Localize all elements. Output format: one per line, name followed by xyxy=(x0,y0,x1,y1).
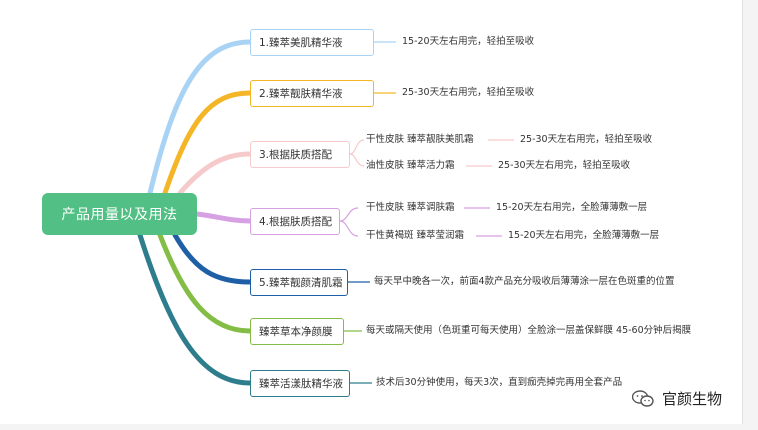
branch-node-1[interactable]: 1.臻萃美肌精华液 xyxy=(250,29,374,56)
branch-line-7 xyxy=(137,232,253,386)
sub-type-4-1: 干性皮肤 臻萃调肤霜 xyxy=(366,202,455,213)
branch-line-4 xyxy=(194,211,253,224)
sub-type-3-2: 油性皮肤 臻萃活力霜 xyxy=(366,160,455,171)
branch-line-1 xyxy=(147,39,253,196)
sub-type-4-2: 干性黄褐斑 臻萃莹润霜 xyxy=(366,230,465,241)
branch-note-5: 每天早中晚各一次，前面4款产品充分吸收后薄薄涂一层在色斑重的位置 xyxy=(374,276,675,287)
wechat-icon xyxy=(631,389,654,408)
branch-node-6[interactable]: 臻萃草本净颜膜 xyxy=(250,318,344,345)
watermark: 官颜生物 xyxy=(631,388,723,409)
watermark-text: 官颜生物 xyxy=(662,390,723,408)
branch-note-1: 15-20天左右用完，轻拍至吸收 xyxy=(402,36,535,47)
branch-note-7: 技术后30分钟使用，每天3次，直到痂壳掉完再用全套产品 xyxy=(376,377,623,388)
branch-node-2[interactable]: 2.臻萃靓肤精华液 xyxy=(250,80,374,107)
window-frame-right xyxy=(742,0,758,430)
branch-line-6 xyxy=(157,232,253,334)
branch-note-6: 每天或隔天使用（色斑重可每天使用）全脸涂一层盖保鲜膜 45-60分钟后揭膜 xyxy=(366,325,692,336)
sub-note-3-1: 25-30天左右用完，轻拍至吸收 xyxy=(520,134,653,145)
branch-node-5[interactable]: 5.臻萃靓颜清肌霜 xyxy=(250,269,348,296)
branch-line-3 xyxy=(177,151,253,196)
window-frame-bottom xyxy=(0,424,758,430)
branch-node-7[interactable]: 臻萃活漾肽精华液 xyxy=(250,370,350,397)
branch-line-5 xyxy=(172,232,253,285)
sub-type-3-1: 干性皮肤 臻萃靓肤美肌霜 xyxy=(366,134,474,145)
root-topic[interactable]: 产品用量以及用法 xyxy=(42,193,197,235)
branch-note-2: 25-30天左右用完，轻拍至吸收 xyxy=(402,87,535,98)
sub-note-3-2: 25-30天左右用完，轻拍至吸收 xyxy=(498,160,631,171)
sub-note-4-1: 15-20天左右用完，全脸薄薄敷一层 xyxy=(496,202,648,213)
sub-note-4-2: 15-20天左右用完，全脸薄薄敷一层 xyxy=(508,230,660,241)
branch-node-3[interactable]: 3.根据肤质搭配 xyxy=(250,141,350,168)
branch-node-4[interactable]: 4.根据肤质搭配 xyxy=(250,208,340,235)
branch-line-2 xyxy=(162,90,253,196)
